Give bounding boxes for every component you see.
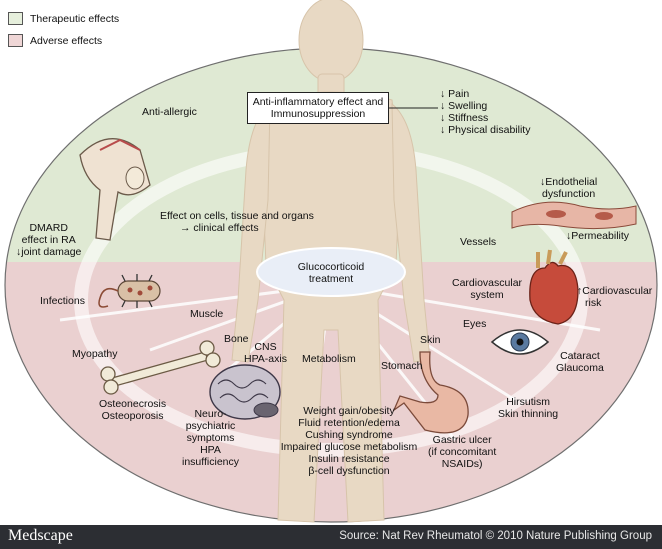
cells-tissue-label: Effect on cells, tissue and organs → cli…	[160, 210, 314, 234]
cardio-system-label: Cardiovascular system	[452, 277, 523, 301]
hirsutism-label: Hirsutism Skin thinning	[498, 396, 559, 420]
skin-label: Skin	[420, 334, 441, 346]
legend-adverse: Adverse effects	[8, 34, 102, 47]
muscle-label: Muscle	[190, 308, 224, 320]
legend-therapeutic: Therapeutic effects	[8, 12, 119, 25]
outcome-disability: ↓ Physical disability	[440, 124, 531, 136]
gastric-label: Gastric ulcer (if concomitant NSAIDs)	[428, 434, 497, 470]
heart-icon	[529, 249, 579, 325]
bone-icon	[100, 340, 221, 395]
footer-source: Source: Nat Rev Rheumatol © 2010 Nature …	[339, 530, 652, 542]
metabolic-effects-list: Weight gain/obesity Fluid retention/edem…	[280, 405, 418, 477]
endothelial-label: ↓Endothelial dysfunction	[540, 176, 598, 200]
adverse-zone	[4, 262, 658, 523]
eye-effects-label: Cataract Glaucoma	[556, 350, 604, 374]
eye-icon	[490, 329, 550, 355]
body-silhouette	[231, 0, 431, 523]
stomach-icon	[392, 351, 469, 434]
legend-label-therapeutic: Therapeutic effects	[30, 12, 120, 25]
metabolism-label: Metabolism	[302, 353, 356, 365]
main-effect-line1: Anti-inflammatory effect and	[252, 96, 384, 108]
bone-effects-label: Osteonecrosis Osteoporosis	[99, 398, 167, 422]
footer-bar: Medscape Source: Nat Rev Rheumatol © 201…	[0, 525, 662, 549]
eyes-label: Eyes	[463, 318, 487, 330]
infections-label: Infections	[40, 295, 85, 307]
outcome-swelling: ↓ Swelling	[440, 100, 488, 112]
anti-allergic-label: Anti-allergic	[142, 106, 197, 118]
cns-label: CNS HPA-axis	[244, 341, 287, 365]
bacterium-icon	[98, 274, 161, 308]
myopathy-label: Myopathy	[72, 348, 118, 360]
outcome-stiffness: ↓ Stiffness	[440, 112, 489, 124]
permeability-label: ↓Permeability	[566, 230, 630, 242]
knee-joint-icon	[79, 137, 151, 241]
outcome-pain: ↓ Pain	[440, 88, 470, 100]
dmard-label: DMARD effect in RA ↓joint damage	[16, 222, 82, 258]
legend-label-adverse: Adverse effects	[30, 34, 103, 47]
center-label: Glucocorticoid treatment	[297, 261, 365, 285]
footer-brand: Medscape	[8, 527, 73, 544]
cardio-risk-label: ↑Cardiovascular risk	[577, 285, 653, 309]
vessels-label: Vessels	[460, 236, 497, 248]
brain-icon	[209, 364, 281, 420]
main-effect-line2: Immunosuppression	[270, 108, 366, 120]
endothelial-cells-icon	[511, 201, 637, 230]
outcomes-list: ↓ Pain ↓ Swelling ↓ Stiffness ↓ Physical…	[440, 88, 530, 136]
main-effect-box: Anti-inflammatory effect and Immunosuppr…	[247, 92, 389, 124]
legend-swatch-therapeutic	[8, 12, 23, 25]
legend-swatch-adverse	[8, 34, 23, 47]
stomach-label: Stomach	[381, 360, 423, 372]
bone-label: Bone	[224, 333, 249, 345]
neuro-label: Neuro- psychiatric symptoms HPA insuffic…	[182, 408, 240, 468]
center-ellipse	[256, 247, 406, 297]
